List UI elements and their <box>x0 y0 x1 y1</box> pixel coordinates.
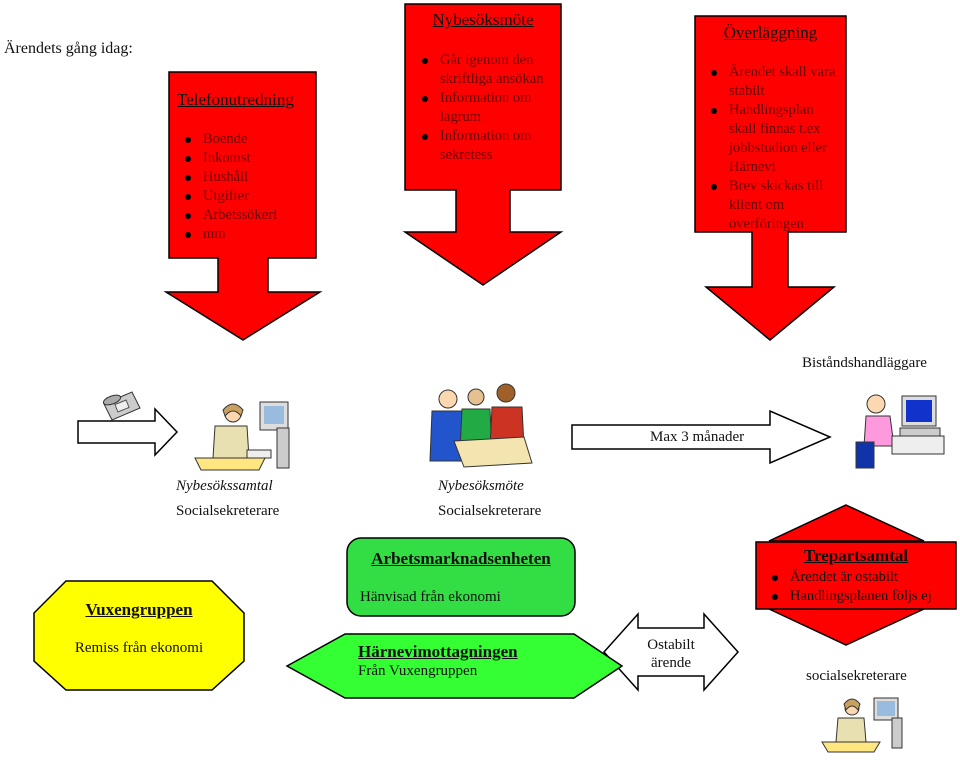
arrow-double-red <box>768 504 925 542</box>
nybesok-title: Nybesöksmöte <box>432 10 534 29</box>
treparts-item: Handlingsplanen följs ej <box>764 587 956 606</box>
nybesok-item: Information om lagrum <box>414 89 554 127</box>
arrow-right-left <box>77 407 179 457</box>
telefon-item: Hushåll <box>177 168 307 187</box>
harnevi-title: Härnevimottagningen <box>358 642 518 661</box>
telefon-title: Telefonutredning <box>177 90 294 109</box>
woman-small-icon <box>821 697 903 753</box>
soc2-label: Socialsekreterare <box>438 503 542 519</box>
phone-icon <box>102 391 141 421</box>
vuxen-sub: Remiss från ekonomi <box>74 640 204 656</box>
treparts-title: Trepartsamtal <box>803 546 909 565</box>
telefon-item: Utgifter <box>177 187 307 206</box>
arrow-double-ostabilt <box>602 612 740 692</box>
nybesok-list: Går igenom den skriftliga ansökan Inform… <box>414 51 554 165</box>
arrow-down-overlagg <box>694 15 847 341</box>
arrow-down-nybesok <box>402 3 564 286</box>
telefon-item: Arbetssökeri <box>177 206 307 225</box>
soc3-label: socialsekreterare <box>806 668 907 684</box>
telefon-item: mm <box>177 225 307 244</box>
nybesoksmote-label: Nybesöksmöte <box>438 478 524 494</box>
overlagg-item: Handlingsplan skall finnas t.ex jobbstud… <box>703 101 839 177</box>
arbets-title: Arbetsmarknadsenheten <box>371 549 551 568</box>
vuxen-box <box>33 580 245 691</box>
arrow-double-red-bottom <box>768 608 925 646</box>
harnevi-box <box>285 633 624 699</box>
telefon-item: Inkomst <box>177 149 307 168</box>
nybesok-item: Information om sekretess <box>414 127 554 165</box>
nybesokssamtal-label: Nybesökssamtal <box>176 478 273 494</box>
overlagg-title: Överläggning <box>723 23 818 42</box>
bistand-label: Biståndshandläggare <box>802 355 927 371</box>
soc1-label: Socialsekreterare <box>176 503 280 519</box>
arrow-right-max <box>571 409 832 465</box>
arbets-sub: Hänvisad från ekonomi <box>360 589 501 605</box>
harnevi-sub: Från Vuxengruppen <box>358 663 478 679</box>
page-title: Ärendets gång idag: <box>4 40 133 57</box>
overlagg-item: Ärendet skall vara stabilt <box>703 63 839 101</box>
overlagg-item: Brev skickas till klient om överföringen <box>703 177 839 234</box>
vuxen-title: Vuxengruppen <box>85 600 193 619</box>
treparts-box <box>755 541 957 610</box>
ostabilt-label: Ostabilt ärende <box>647 637 695 671</box>
telefon-list: Boende Inkomst Hushåll Utgifter Arbetssö… <box>177 130 307 244</box>
person-at-computer-icon <box>855 394 945 469</box>
max-label: Max 3 månader <box>650 429 745 445</box>
overlagg-list: Ärendet skall vara stabilt Handlingsplan… <box>703 63 839 234</box>
arrow-down-telefon <box>163 71 323 341</box>
meeting-icon <box>429 383 533 468</box>
woman-at-computer-icon <box>194 401 290 471</box>
treparts-list: Ärendet är ostabilt Handlingsplanen följ… <box>764 568 956 606</box>
arbets-box <box>346 537 576 617</box>
treparts-item: Ärendet är ostabilt <box>764 568 956 587</box>
nybesok-item: Går igenom den skriftliga ansökan <box>414 51 554 89</box>
telefon-item: Boende <box>177 130 307 149</box>
